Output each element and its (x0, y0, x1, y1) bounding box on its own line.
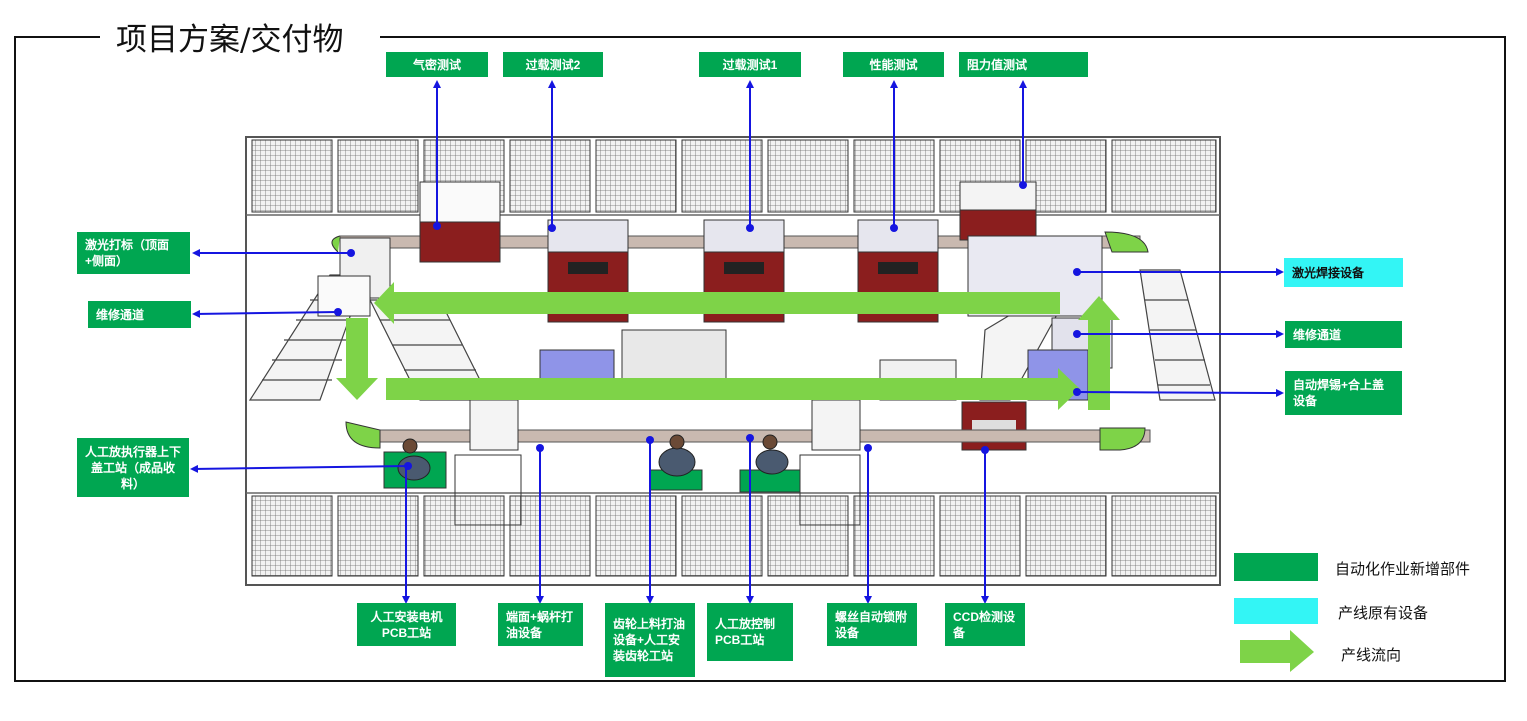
legend-swatch-existing (1234, 598, 1318, 624)
flow-arrow-right (1078, 296, 1120, 410)
label-overload-test-2: 过载测试2 (503, 52, 603, 77)
label-manual-motor-pcb-station: 人工安装电机PCB工站 (357, 603, 456, 646)
flow-arrow-top (374, 282, 1060, 324)
label-maintenance-aisle-left: 维修通道 (88, 301, 191, 328)
legend-label-existing: 产线原有设备 (1338, 605, 1429, 622)
flow-arrows (336, 282, 1120, 410)
label-worm-oiling-equipment: 端面+蜗杆打油设备 (498, 603, 583, 646)
pointer-lines (190, 80, 1284, 604)
legend-label-new-parts: 自动化作业新增部件 (1335, 561, 1471, 578)
label-ccd-inspection: CCD检测设备 (945, 603, 1025, 646)
line-frame (245, 136, 1221, 586)
label-gear-oiling-station: 齿轮上料打油设备+人工安装齿轮工站 (605, 603, 695, 677)
diagram-frame (14, 36, 1506, 682)
label-manual-control-pcb-station: 人工放控制PCB工站 (707, 603, 793, 661)
page-title: 项目方案/交付物 (116, 22, 344, 58)
label-laser-marking: 激光打标（顶面+侧面） (77, 232, 190, 274)
operators (397, 434, 789, 481)
label-resistance-test: 阻力值测试 (959, 52, 1088, 77)
pointer-dots (334, 181, 1081, 470)
bottom-fence (251, 495, 1217, 577)
label-maintenance-aisle-right: 维修通道 (1285, 321, 1402, 348)
label-airtight-test: 气密测试 (386, 52, 488, 77)
laser-marking-machine (317, 237, 391, 317)
legend-flow-arrow (1240, 630, 1314, 672)
airtight-test-machine (419, 181, 501, 263)
resistance-test-machine (959, 181, 1037, 241)
label-auto-screw-locking: 螺丝自动锁附设备 (827, 603, 917, 646)
label-performance-test: 性能测试 (843, 52, 944, 77)
overload-test-2-machine (547, 219, 629, 323)
legend-swatch-new-parts (1234, 553, 1318, 581)
top-fence (251, 139, 1217, 213)
label-manual-actuator-cover-station: 人工放执行器上下盖工站（成品收料） (77, 438, 189, 497)
label-overload-test-1: 过载测试1 (699, 52, 801, 77)
legend-label-flow: 产线流向 (1341, 647, 1402, 664)
label-laser-welding: 激光焊接设备 (1284, 258, 1403, 287)
flow-arrow-left (336, 318, 378, 400)
title-background (100, 14, 380, 58)
label-auto-soldering: 自动焊锡+合上盖设备 (1285, 371, 1402, 415)
flow-arrow-bottom (386, 368, 1080, 410)
